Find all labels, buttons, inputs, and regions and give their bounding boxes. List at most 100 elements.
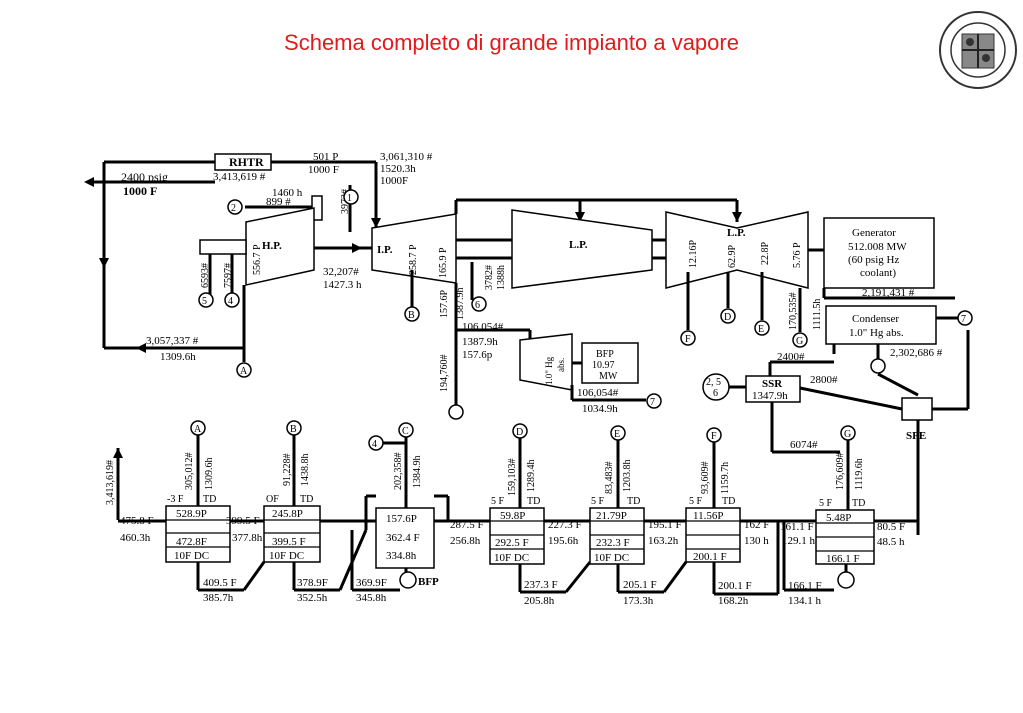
label-2191431: 2,191,431 #: [862, 287, 915, 299]
label-3413619: 3,413,619 #: [213, 171, 266, 183]
h3-h: 334.8h: [386, 550, 417, 562]
circle-d-top-label: D: [724, 312, 731, 323]
label-fw6-h: 130 h: [744, 535, 769, 547]
h6-p: 11.56P: [693, 510, 723, 522]
label-1216p: 12.16P: [688, 240, 699, 269]
h5-tag: E: [614, 429, 620, 440]
bfp-pump-label: BFP: [418, 576, 439, 588]
circle-6: [471, 296, 487, 312]
circle-5-label: 5: [202, 296, 207, 307]
heater-2: OF TD 245.8P 399.5 F 10F DC B 91,228# 14…: [263, 420, 321, 563]
h6-h: 1159.7h: [720, 462, 731, 494]
circle-4-b-label: 4: [372, 439, 377, 450]
h1-tag: A: [194, 424, 202, 435]
main-steam-section: 2400 psig 1000 F RHTR 3,413,619 # 501 P …: [84, 151, 433, 363]
circle-1: [343, 189, 359, 205]
circle-4-label: 4: [228, 296, 233, 307]
label-7597: 7597#: [223, 263, 234, 288]
circle-f-top: [680, 330, 696, 346]
circle-b-top-label: B: [408, 310, 415, 321]
label-3782: 3782#: [484, 265, 495, 290]
label-3057337: 3,057,337 #: [146, 335, 199, 347]
label-dr2-t: 378.9F: [297, 577, 328, 589]
label-hg: 1.0" Hg: [544, 356, 554, 385]
label-5567p: 556.7 P: [252, 244, 263, 275]
h5-t: 232.3 F: [596, 537, 630, 549]
h6-td: TD: [722, 496, 735, 507]
h1-td-val: -3 F: [167, 494, 184, 505]
label-3061310: 3,061,310 #: [380, 151, 433, 163]
h2-p: 245.8P: [272, 508, 303, 520]
heater-5: 5 F TD 21.79P 232.3 F 10F DC E 83,483# 1…: [589, 425, 688, 607]
h4-td-val: 5 F: [491, 496, 505, 507]
circle-4: [224, 292, 240, 308]
label-1576p: 157.6P: [439, 290, 450, 319]
label-13879h: 1387.9h: [455, 288, 466, 321]
label-fw6-t: 162 F: [744, 519, 769, 531]
label-6074: 6074#: [790, 439, 818, 451]
drain-pump: [837, 571, 855, 589]
label-501p: 501 P: [313, 151, 338, 163]
label-1460h: 1460 h: [272, 187, 303, 199]
h2-td-val: OF: [266, 494, 279, 505]
label-576p: 5.76 P: [792, 242, 803, 268]
condenser-box: [825, 305, 937, 345]
label-fw7-t: 161.1 F: [780, 521, 814, 533]
label-10349h: 1034.9h: [582, 403, 618, 415]
h7-flow: 176,609#: [835, 453, 846, 491]
circle-7-bfp-label: 7: [650, 397, 655, 408]
label-1000f-c: 1000F: [380, 175, 408, 187]
circle-256-l1: 2, 5: [706, 377, 721, 388]
h5-dc: 10F DC: [594, 552, 629, 564]
ip-label: I.P.: [377, 244, 393, 256]
h1-flow: 305,012#: [184, 453, 195, 491]
hp-turbine: H.P. 556.7 P 6593# 7597# 5 4 A 32,207# 1…: [198, 207, 372, 378]
bfp-box-mw: MW: [599, 371, 618, 382]
h7-td-val: 5 F: [819, 498, 833, 509]
label-fw-out-h: 460.3h: [120, 532, 151, 544]
circle-e-top-label: E: [758, 324, 764, 335]
h2-tag: B: [290, 424, 297, 435]
label-dr3-h: 345.8h: [356, 592, 387, 604]
label-106054-a: 106,054#: [462, 321, 504, 333]
h4-flow: 159,103#: [507, 459, 518, 497]
h4-td: TD: [527, 496, 540, 507]
circle-2-label: 2: [231, 203, 236, 214]
label-1520h: 1520.3h: [380, 163, 416, 175]
bfp-drive: 106,054# 1387.9h 157.6p 1.0" Hg abs. BFP…: [456, 321, 662, 415]
h1-dc: 10F DC: [174, 550, 209, 562]
rhtr-label: RHTR: [229, 155, 264, 169]
h4-p: 59.8P: [500, 510, 525, 522]
circle-7-bfp: [646, 393, 662, 409]
h3-p: 157.6P: [386, 513, 417, 525]
label-dr5-h: 173.3h: [623, 595, 654, 607]
label-194760: 194,760#: [439, 355, 450, 393]
h4-h: 1289.4h: [526, 460, 537, 493]
label-dr6-t: 200.1 F: [718, 580, 752, 592]
circle-g-top-label: G: [796, 336, 803, 347]
circle-7-cond-label: 7: [961, 314, 966, 325]
label-228p: 22.8P: [760, 242, 771, 266]
label-dr2-h: 352.5h: [297, 592, 328, 604]
h6-tag: F: [711, 431, 717, 442]
h1-t: 472.8F: [176, 536, 207, 548]
bfp-box: [581, 342, 639, 384]
label-fw4-t: 227.3 F: [548, 519, 582, 531]
label-dr5-t: 205.1 F: [623, 579, 657, 591]
heater-train: 3,413,619# 475.8 F 460.3h -3 F TD 528.9P…: [105, 420, 918, 607]
label-1388h: 1388h: [496, 265, 507, 290]
h2-td: TD: [300, 494, 313, 505]
h5-p: 21.79P: [596, 510, 627, 522]
h4-t: 292.5 F: [495, 537, 529, 549]
label-1000f: 1000 F: [123, 184, 157, 198]
label-dr6-h: 168.2h: [718, 595, 749, 607]
spe-label: SPE: [906, 430, 926, 442]
h3-h2: 1384.9h: [412, 456, 423, 489]
spe-box: [901, 397, 933, 421]
h4-dc: 10F DC: [494, 552, 529, 564]
label-dr1-t: 409.5 F: [203, 577, 237, 589]
h7-td: TD: [852, 498, 865, 509]
h7-t: 166.1 F: [826, 553, 860, 565]
h7-tag: G: [844, 429, 851, 440]
